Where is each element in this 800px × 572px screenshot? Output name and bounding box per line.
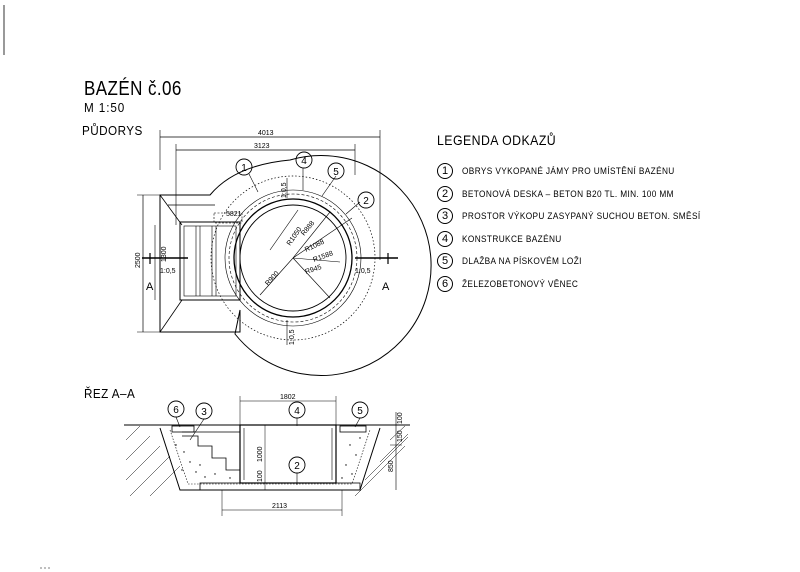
section-callout: 5 — [357, 406, 363, 417]
dim-slope-bottom: 1:0,5 — [289, 329, 296, 345]
legend-number: 1 — [437, 163, 453, 180]
section-callout: 6 — [173, 405, 179, 416]
legend-title: LEGENDA ODKAZŮ — [437, 132, 557, 148]
dim-height: 2500 — [135, 252, 142, 268]
legend-text: BETONOVÁ DESKA – BETON B20 TL. MIN. 100 … — [462, 188, 674, 199]
dim-section-100-left: 100 — [257, 470, 264, 482]
legend-text: DLAŽBA NA PÍSKOVÉM LOŽI — [462, 256, 582, 267]
legend-item: 5 DLAŽBA NA PÍSKOVÉM LOŽI — [437, 250, 721, 273]
radius-1088: R1088 — [304, 239, 326, 254]
legend-item: 6 ŽELEZOBETONOVÝ VĚNEC — [437, 273, 721, 296]
legend-number: 2 — [437, 185, 453, 202]
dim-inner-width: 3123 — [254, 143, 270, 150]
plan-label: PŮDORYS — [82, 123, 143, 138]
legend-number: 4 — [437, 230, 453, 247]
legend-text: PROSTOR VÝKOPU ZASYPANÝ SUCHOU BETON. SM… — [462, 211, 701, 222]
dim-section-1000: 1000 — [257, 446, 264, 462]
section-callout: 3 — [201, 407, 207, 418]
legend-item: 1 OBRYS VYKOPANÉ JÁMY PRO UMÍSTĚNÍ BAZÉNU — [437, 160, 721, 183]
plan-callout: 2 — [363, 196, 369, 207]
radius-1588: R1588 — [312, 250, 334, 264]
dim-section-top: 1802 — [280, 394, 296, 401]
dim-section-100-right: 100 — [397, 412, 404, 424]
legend-item: 4 KONSTRUKCE BAZÉNU — [437, 228, 721, 251]
legend-item: 2 BETONOVÁ DESKA – BETON B20 TL. MIN. 100… — [437, 183, 721, 206]
dim-steps: 5821 — [226, 211, 242, 218]
dim-slope-left: 1:0,5 — [160, 268, 176, 275]
section-mark-left: A — [146, 281, 154, 293]
drawing-scale: M 1:50 — [84, 100, 126, 115]
section-mark-right: A — [382, 281, 390, 293]
radius-1050: R1050 — [286, 226, 304, 247]
legend-list: 1 OBRYS VYKOPANÉ JÁMY PRO UMÍSTĚNÍ BAZÉNU… — [437, 160, 721, 295]
section-label: ŘEZ A–A — [84, 386, 136, 401]
legend-text: KONSTRUKCE BAZÉNU — [462, 233, 562, 244]
legend-item: 3 PROSTOR VÝKOPU ZASYPANÝ SUCHOU BETON. S… — [437, 205, 721, 228]
radius-888: R888 — [300, 220, 316, 237]
radius-945: R945 — [304, 264, 322, 276]
legend-text: OBRYS VYKOPANÉ JÁMY PRO UMÍSTĚNÍ BAZÉNU — [462, 166, 675, 177]
plan-callout: 5 — [333, 167, 339, 178]
section-callout: 4 — [294, 406, 300, 417]
dim-total-width: 4013 — [258, 130, 274, 137]
legend-text: ŽELEZOBETONOVÝ VĚNEC — [462, 278, 579, 289]
dim-slope-right: 1:0,5 — [355, 268, 371, 275]
section-callout: 2 — [294, 461, 300, 472]
dim-section-bottom: 2113 — [272, 503, 287, 510]
legend-number: 6 — [437, 275, 453, 292]
legend-number: 3 — [437, 208, 453, 225]
radius-900: R900 — [264, 270, 280, 287]
plan-callout: 1 — [241, 163, 247, 174]
dim-slope-top: 1:0,5 — [281, 182, 288, 198]
dim-section-850: 850 — [388, 460, 395, 472]
dim-1300: 1300 — [161, 246, 168, 262]
dim-section-150: 150 — [397, 430, 404, 442]
legend-number: 5 — [437, 253, 453, 270]
plan-callout: 4 — [301, 156, 307, 167]
drawing-title: BAZÉN č.06 — [84, 78, 182, 100]
